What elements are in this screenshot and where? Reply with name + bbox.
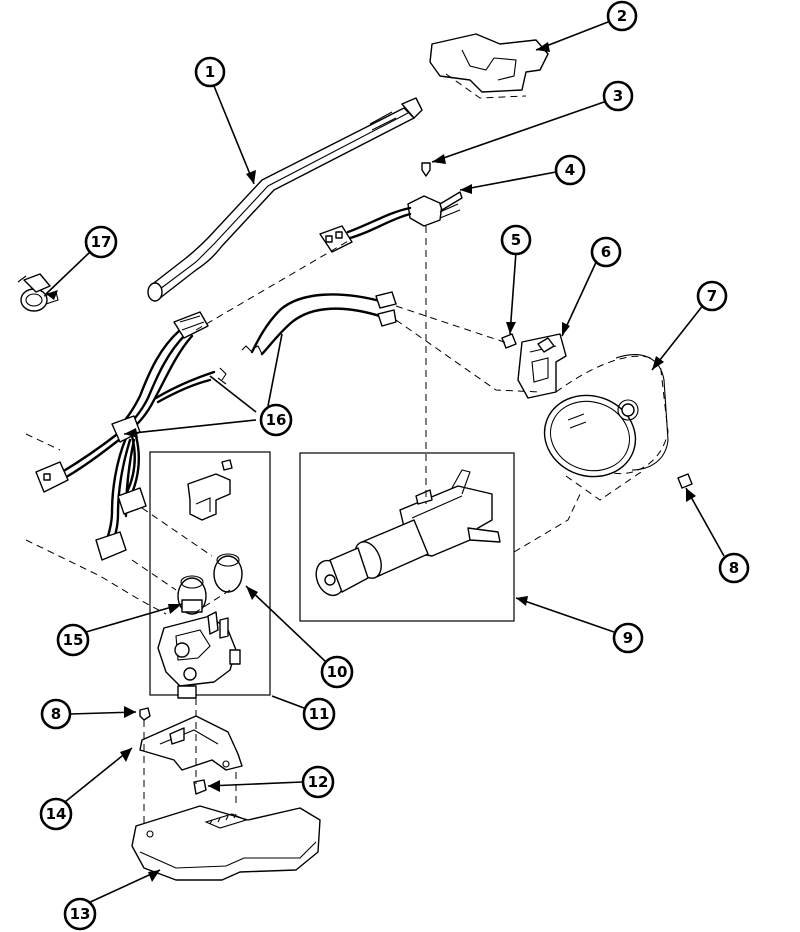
screw-8-left (139, 707, 151, 721)
callout-label: 13 (70, 905, 91, 923)
callout-10: 10 (320, 655, 354, 689)
callout-2: 2 (606, 0, 638, 32)
callout-label: 5 (511, 231, 521, 249)
callout-15: 15 (56, 623, 90, 657)
callout-9: 9 (612, 622, 644, 654)
gas-supply-tube (147, 97, 423, 302)
base-plate (131, 805, 321, 881)
arrowheads (46, 42, 696, 882)
callout-label: 16 (266, 411, 287, 429)
callout-11: 11 (302, 697, 336, 731)
callout-label: 10 (327, 663, 348, 681)
igniter-connector (319, 191, 463, 253)
callout-1: 1 (194, 56, 226, 88)
callout-label: 15 (63, 631, 84, 649)
burner-assembly (299, 452, 515, 622)
callout-label: 9 (623, 629, 633, 647)
callout-label: 17 (91, 233, 112, 251)
screw-5 (501, 333, 517, 349)
callout-5: 5 (500, 224, 532, 256)
callout-label: 8 (51, 705, 61, 723)
callout-16: 16 (259, 403, 293, 437)
callout-4: 4 (554, 154, 586, 186)
screw-12 (193, 779, 207, 795)
screw-8-right (677, 473, 693, 489)
callout-3: 3 (602, 80, 634, 112)
callout-label: 11 (309, 705, 330, 723)
callout-12: 12 (301, 765, 335, 799)
callout-label: 7 (707, 287, 717, 305)
flame-sensor-bracket (517, 333, 567, 399)
mounting-bracket (429, 33, 549, 99)
callout-label: 1 (205, 63, 215, 81)
screw-3 (421, 162, 431, 177)
callout-7: 7 (696, 280, 728, 312)
callout-label: 6 (601, 243, 611, 261)
callout-label: 12 (308, 773, 329, 791)
callout-label: 3 (613, 87, 623, 105)
wire-harness (35, 311, 227, 561)
callout-label: 14 (46, 805, 67, 823)
callout-label: 4 (565, 161, 575, 179)
valve-assembly (149, 451, 271, 699)
igniter-wire-pair (241, 291, 397, 356)
callout-17: 17 (84, 225, 118, 259)
leader-lines (45, 21, 725, 905)
assembly-lines (25, 226, 583, 828)
callout-label: 2 (617, 7, 627, 25)
callout-8-left: 8 (40, 698, 72, 730)
valve-bracket (139, 715, 243, 771)
callout-label: 8 (729, 559, 739, 577)
tube-clamp (17, 273, 59, 312)
callout-13: 13 (63, 897, 97, 931)
callout-6: 6 (590, 236, 622, 268)
callout-8-right: 8 (718, 552, 750, 584)
burner-housing (543, 354, 669, 501)
callout-14: 14 (39, 797, 73, 831)
